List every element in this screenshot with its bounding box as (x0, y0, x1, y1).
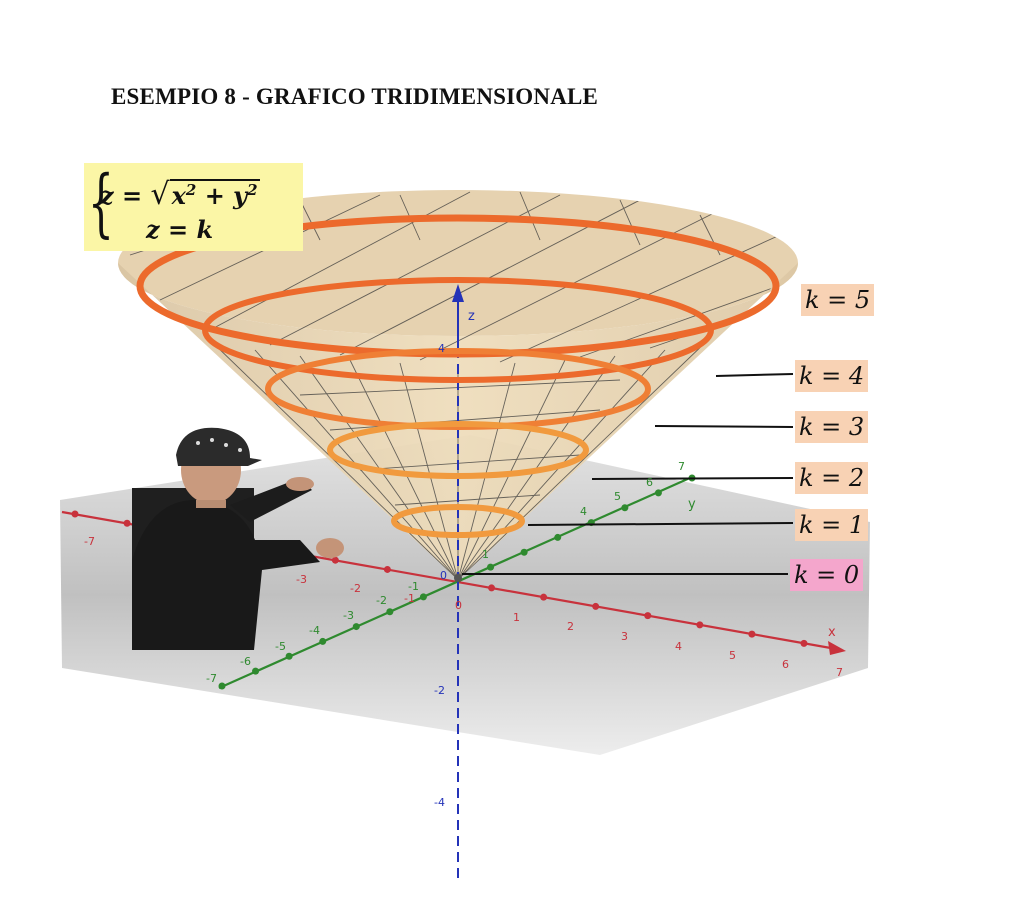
origin-label-2: 0 (455, 599, 462, 612)
x-axis-arrow (828, 641, 846, 655)
x-tick-6: 6 (782, 658, 789, 671)
x-tick-4: 4 (675, 640, 682, 653)
ring-k4 (202, 277, 714, 383)
y-tick-neg3: -3 (343, 609, 354, 622)
y-axis (218, 475, 693, 690)
level-curves (136, 214, 780, 538)
x-tick-1: 1 (513, 611, 520, 624)
origin-point (454, 574, 462, 582)
x-tick-dot (123, 519, 131, 527)
x-axis-label: x (828, 625, 836, 640)
y-tick-neg7: -7 (206, 672, 217, 685)
x-tick-5: 5 (729, 649, 736, 662)
equation-plane: z = k (146, 215, 214, 244)
z-tick-neg2: -2 (434, 684, 445, 697)
x-tick-dot (331, 556, 339, 564)
label-k4: k = 4 (795, 360, 869, 392)
system-brace: { (88, 160, 114, 246)
label-k0: k = 0 (790, 559, 864, 591)
y-tick-neg2: -2 (376, 594, 387, 607)
y-tick-dot (487, 563, 495, 571)
z-tick-4: 4 (438, 342, 445, 355)
z-axis-label: z (468, 309, 475, 324)
x-tick-neg3: -3 (296, 573, 307, 586)
y-tick-1: 1 (482, 548, 489, 561)
y-tick-dot (252, 667, 260, 675)
origin-label-1: 0 (440, 569, 447, 582)
y-tick-dot (218, 682, 226, 690)
person-photo (132, 427, 344, 650)
ring-k2 (327, 421, 589, 479)
label-k1: k = 1 (795, 509, 869, 541)
y-axis-label: y (688, 497, 696, 512)
x-tick-dot (696, 621, 704, 629)
equation-system-box: { z = √x2 + y2 z = k (84, 163, 303, 251)
x-tick-dot (592, 602, 600, 610)
x-tick-2: 2 (567, 620, 574, 633)
ring-k1 (391, 504, 525, 538)
x-tick-dot (540, 593, 548, 601)
y-tick-neg1: -1 (408, 580, 419, 593)
y-tick-5: 5 (614, 490, 621, 503)
x-tick-dot (383, 565, 391, 573)
y-tick-6: 6 (646, 476, 653, 489)
label-k5: k = 5 (801, 284, 875, 316)
x-tick-dot (644, 612, 652, 620)
y-tick-neg5: -5 (275, 640, 286, 653)
x-tick-7: 7 (836, 666, 843, 679)
y-tick-dot (621, 504, 629, 512)
y-tick-7: 7 (678, 460, 685, 473)
y-tick-4: 4 (580, 505, 587, 518)
y-tick-neg6: -6 (240, 655, 251, 668)
x-tick-dot (488, 584, 496, 592)
x-tick-dot (71, 510, 79, 518)
y-tick-dot (285, 652, 293, 660)
equation-cone: z = √x2 + y2 (100, 177, 260, 212)
x-tick-neg7: -7 (84, 535, 95, 548)
y-tick-dot (386, 608, 394, 616)
x-tick-dot (800, 639, 808, 647)
x-tick-neg2: -2 (350, 582, 361, 595)
y-tick-neg4: -4 (309, 624, 320, 637)
page-title: ESEMPIO 8 - GRAFICO TRIDIMENSIONALE (111, 84, 599, 109)
label-k3: k = 3 (795, 411, 869, 443)
y-tick-dot (352, 623, 360, 631)
z-axis-arrow (452, 284, 464, 302)
x-tick-neg1: -1 (404, 592, 415, 605)
y-tick-dot (520, 548, 528, 556)
label-k2: k = 2 (795, 462, 869, 494)
y-tick-dot (654, 489, 662, 497)
y-tick-dot (554, 533, 562, 541)
z-tick-neg4: -4 (434, 796, 445, 809)
x-tick-dot (748, 630, 756, 638)
y-tick-dot (419, 593, 427, 601)
y-tick-dot (319, 637, 327, 645)
x-tick-3: 3 (621, 630, 628, 643)
leader-lines (462, 373, 794, 575)
